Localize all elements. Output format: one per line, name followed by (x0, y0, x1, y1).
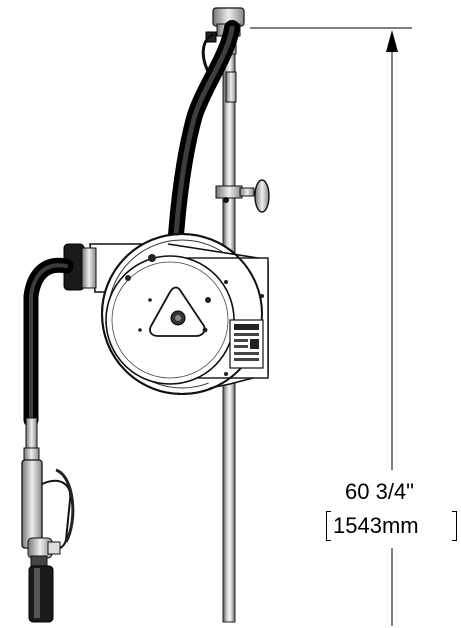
reel-drum (105, 255, 235, 385)
wall-bracket-valve (215, 179, 270, 213)
lower-hose (23, 257, 74, 428)
lower-hose-highlight (29, 263, 68, 422)
upper-hose-highlight (172, 25, 235, 253)
hose-outlet-guide (63, 243, 97, 291)
dimension-lines (250, 27, 412, 626)
right-bracket (452, 511, 457, 541)
housing-bolts (125, 254, 264, 376)
dimension-imperial-label: 60 3/4" (345, 479, 414, 504)
warning-label (229, 319, 264, 369)
dimension-metric-label: 1543mm (333, 513, 419, 538)
hose-end-fitting (23, 417, 40, 463)
spray-valve (21, 459, 75, 623)
left-bracket (326, 511, 331, 541)
